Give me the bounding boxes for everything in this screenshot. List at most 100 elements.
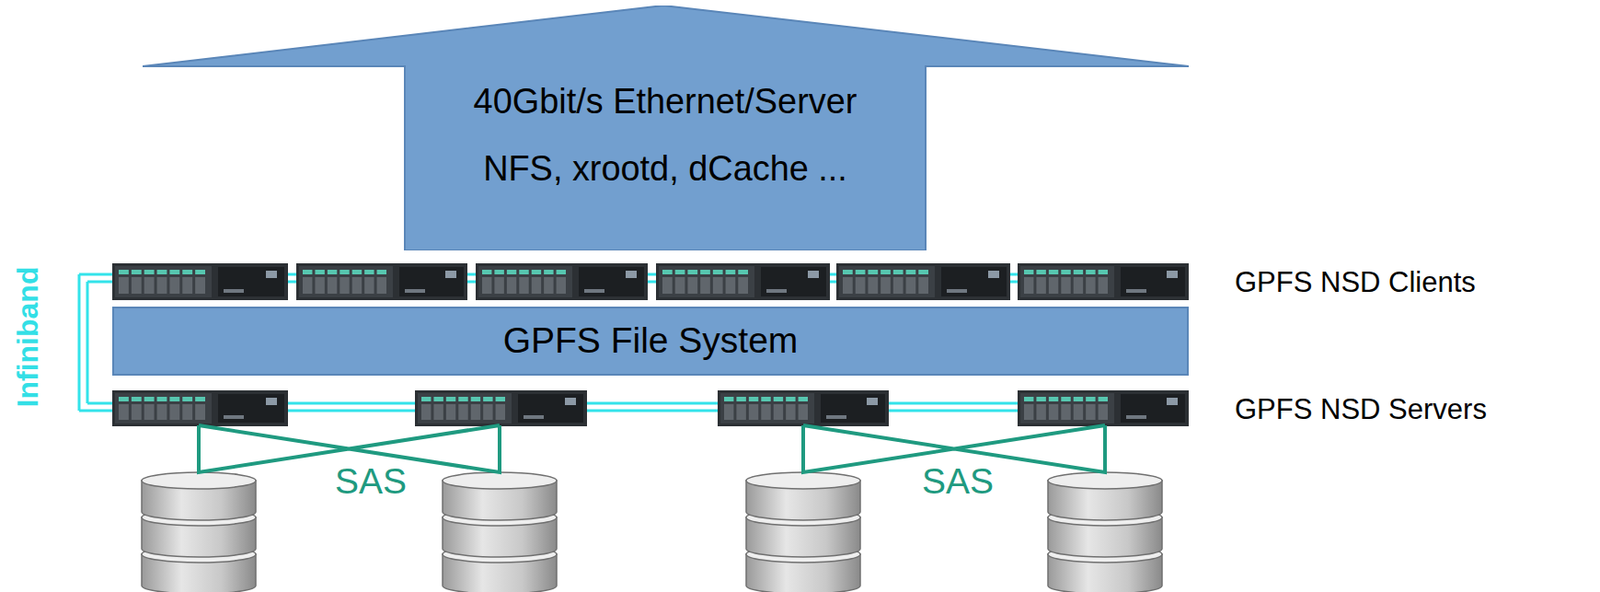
- drive-bay: [364, 276, 374, 294]
- server-panel: [218, 266, 285, 297]
- server-button: [1166, 270, 1178, 278]
- drive-bay: [675, 276, 686, 294]
- server-front: [1020, 392, 1115, 424]
- server-panel: [1120, 393, 1186, 423]
- drive-bay: [1048, 403, 1059, 420]
- drive-led: [918, 269, 929, 275]
- drive-led: [169, 396, 180, 402]
- server-icon: [414, 390, 588, 426]
- drive-bay: [169, 276, 180, 294]
- cable-label: SAS: [331, 462, 411, 499]
- drive-bay: [458, 403, 468, 420]
- server-button: [866, 397, 878, 405]
- drive-bay: [737, 276, 749, 294]
- server-button: [625, 270, 637, 278]
- drive-bay: [495, 403, 506, 420]
- drive-bay: [556, 276, 566, 294]
- drive-bay: [131, 403, 142, 420]
- drive-led: [867, 269, 878, 275]
- drive-led: [725, 269, 737, 275]
- arrow-outline: [142, 5, 1189, 251]
- drive-led: [157, 269, 168, 275]
- drive-bay: [760, 403, 771, 420]
- drive-led: [1073, 269, 1083, 275]
- drive-led: [471, 396, 481, 402]
- server-button: [988, 270, 1000, 278]
- server-body: [1017, 390, 1189, 426]
- drive-bay: [327, 276, 337, 294]
- drive-led: [855, 269, 866, 275]
- drive-led: [518, 269, 529, 275]
- server-front: [839, 265, 935, 298]
- drive-led: [118, 396, 129, 402]
- drive-bay: [131, 276, 142, 294]
- server-front: [299, 265, 393, 298]
- drive-bay: [855, 276, 866, 294]
- drive-led: [1098, 396, 1108, 402]
- drive-bay: [713, 276, 724, 294]
- drive-bay: [773, 403, 783, 420]
- drive-led: [543, 269, 553, 275]
- server-body: [414, 390, 588, 426]
- drive-led: [1085, 269, 1095, 275]
- drive-bay: [736, 403, 746, 420]
- drive-bay: [1024, 403, 1034, 420]
- server-button: [265, 270, 277, 278]
- drive-led: [736, 396, 746, 402]
- drive-led: [1073, 396, 1083, 402]
- server-front: [658, 265, 755, 298]
- drive-bay: [785, 403, 795, 420]
- server-icon: [296, 263, 468, 300]
- drive-led: [893, 269, 904, 275]
- drive-bay: [421, 403, 431, 420]
- drive-bay: [700, 276, 711, 294]
- drive-bay: [687, 276, 698, 294]
- drive-led: [364, 269, 374, 275]
- drive-led: [1060, 269, 1071, 275]
- drive-led: [798, 396, 808, 402]
- drive-bay: [918, 276, 929, 294]
- arrow-text: NFS, xrootd, dCache ...: [404, 135, 926, 203]
- server-panel: [578, 266, 645, 297]
- drive-led: [1035, 396, 1046, 402]
- drive-bay: [518, 276, 529, 294]
- drive-led: [377, 269, 387, 275]
- drive-bay: [169, 403, 180, 420]
- server-body: [656, 263, 830, 300]
- drive-led: [842, 269, 853, 275]
- drive-bay: [1073, 276, 1083, 294]
- drive-bay: [1085, 276, 1095, 294]
- drive-led: [421, 396, 431, 402]
- server-button: [807, 270, 819, 278]
- server-panel: [218, 393, 285, 423]
- server-panel: [941, 266, 1007, 297]
- server-icon: [112, 390, 288, 426]
- arrow-text: 40Gbit/s Ethernet/Server: [404, 68, 926, 136]
- drive-led: [144, 396, 155, 402]
- server-group: [112, 263, 1189, 426]
- drive-bay: [144, 403, 155, 420]
- drive-bay: [662, 276, 673, 294]
- disk-top: [141, 471, 256, 489]
- drive-led: [182, 396, 193, 402]
- drive-bay: [1035, 403, 1046, 420]
- drive-led: [195, 396, 206, 402]
- drive-led: [352, 269, 362, 275]
- row-label: GPFS NSD Clients: [1234, 267, 1476, 297]
- drive-led: [433, 396, 443, 402]
- server-vent: [223, 414, 244, 419]
- drive-led: [302, 269, 312, 275]
- drive-bay: [906, 276, 917, 294]
- server-body: [1017, 263, 1189, 300]
- drive-led: [662, 269, 673, 275]
- server-panel: [517, 393, 584, 423]
- drive-led: [131, 396, 142, 402]
- disk-stack: [746, 471, 861, 592]
- row-label: GPFS NSD Servers: [1234, 394, 1487, 424]
- drive-led: [314, 269, 324, 275]
- drive-led: [482, 269, 492, 275]
- drive-bay: [748, 403, 759, 420]
- arrow-text-box: 40Gbit/s Ethernet/ServerNFS, xrootd, dCa…: [404, 68, 926, 203]
- disk-top: [1047, 471, 1163, 489]
- server-vent: [584, 288, 605, 293]
